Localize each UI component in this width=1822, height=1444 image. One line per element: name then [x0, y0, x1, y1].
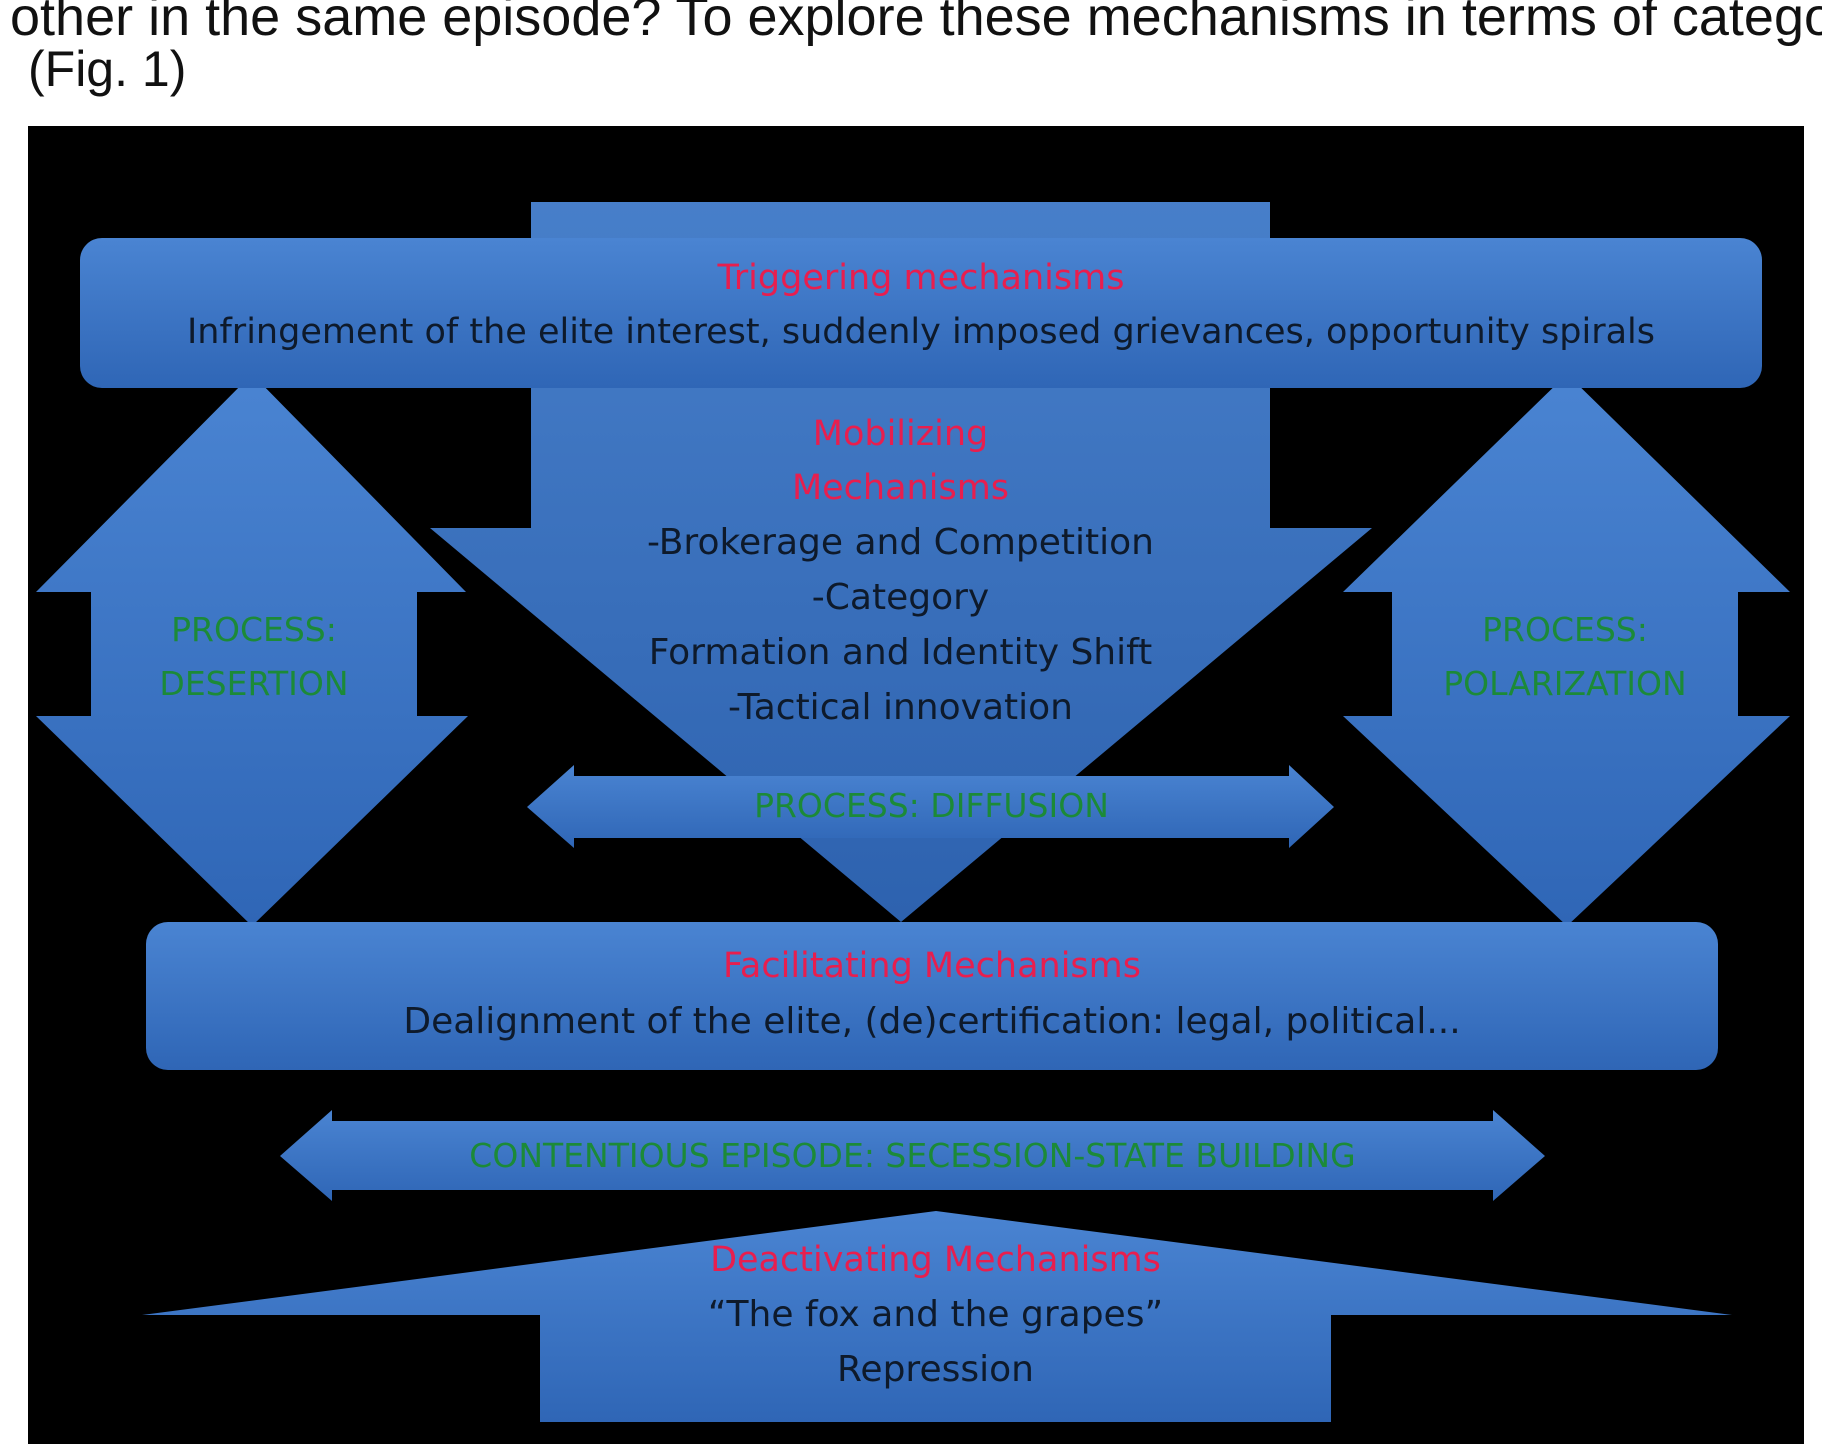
mobilizing-line: -Tactical innovation — [728, 687, 1073, 728]
diffusion-label: PROCESS: DIFFUSION — [754, 786, 1109, 825]
polarization-label-line2: POLARIZATION — [1443, 664, 1687, 703]
deactivating-line2: Repression — [837, 1349, 1034, 1390]
deactivating-line1: “The fox and the grapes” — [707, 1294, 1164, 1335]
mobilizing-line: Formation and Identity Shift — [648, 632, 1153, 673]
mobilizing-line: -Brokerage and Competition — [647, 522, 1154, 563]
mobilizing-title-line2: Mechanisms — [791, 468, 1010, 508]
contentious-double-arrow — [280, 1110, 1545, 1201]
polarization-label-line1: PROCESS: — [1482, 610, 1648, 649]
contentious-label: CONTENTIOUS EPISODE: SECESSION-STATE BUI… — [469, 1136, 1356, 1175]
overflow-text-line: other in the same episode? To explore th… — [10, 0, 1822, 47]
desertion-label-line2: DESERTION — [159, 664, 349, 703]
facilitating-banner — [146, 922, 1718, 1070]
facilitating-title: Facilitating Mechanisms — [722, 946, 1141, 986]
mobilizing-title-line1: Mobilizing — [812, 414, 989, 454]
figure-caption: (Fig. 1) — [28, 41, 187, 97]
mobilizing-line: -Category — [811, 577, 990, 618]
diffusion-double-arrow — [527, 765, 1334, 848]
triggering-text: Infringement of the elite interest, sudd… — [186, 312, 1655, 352]
polarization-double-arrow — [1343, 374, 1790, 926]
desertion-label-line1: PROCESS: — [171, 610, 337, 649]
deactivating-up-arrow — [142, 1211, 1732, 1422]
desertion-double-arrow — [36, 374, 468, 926]
facilitating-text: Dealignment of the elite, (de)certificat… — [403, 1001, 1461, 1042]
triggering-banner — [80, 238, 1762, 388]
diagram-shapes — [28, 126, 1804, 1444]
triggering-title: Triggering mechanisms — [717, 258, 1125, 298]
mechanisms-diagram: Triggering mechanisms Infringement of th… — [28, 126, 1804, 1444]
deactivating-title: Deactivating Mechanisms — [710, 1240, 1161, 1280]
